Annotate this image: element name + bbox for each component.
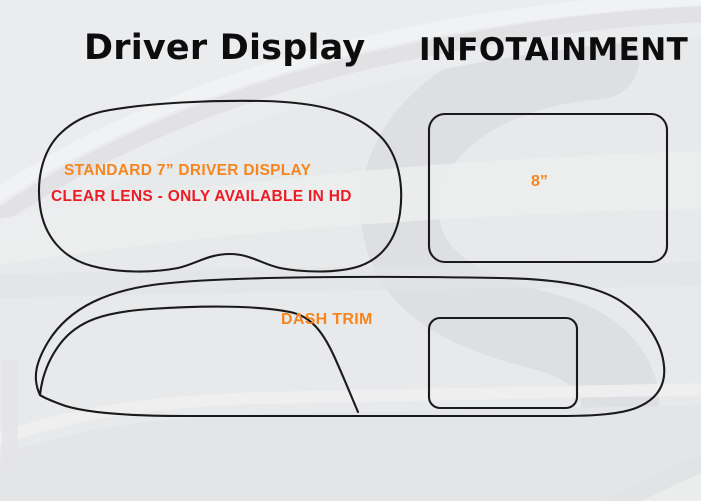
dash-trim-label: DASH TRIM <box>281 311 373 328</box>
page-title-infotainment: INFOTAINMENT <box>419 32 689 68</box>
cluster-caption-standard-size: STANDARD 7” DRIVER DISPLAY <box>64 162 312 179</box>
infotainment-size-label: 8” <box>531 173 548 190</box>
cluster-caption-clear-lens-warning: CLEAR LENS - ONLY AVAILABLE IN HD <box>51 188 352 205</box>
page-title-driver-display: Driver Display <box>84 28 366 68</box>
